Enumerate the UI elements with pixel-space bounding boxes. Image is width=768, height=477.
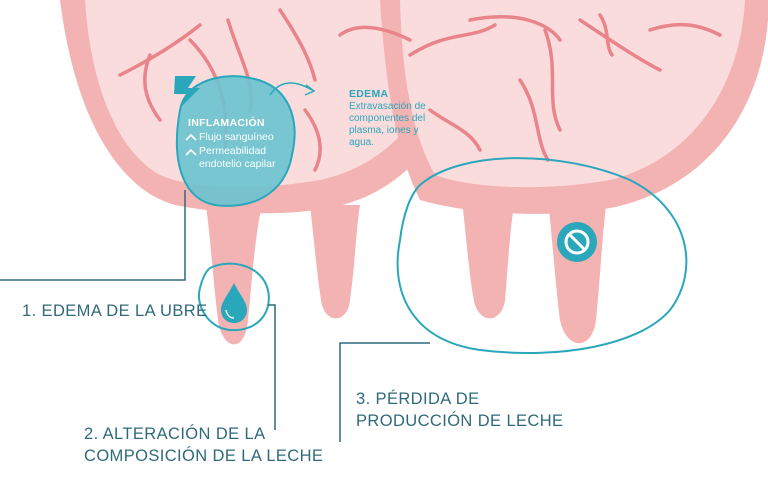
teat-2 [310, 205, 360, 319]
curved-arrow [269, 82, 313, 96]
edema-description: Extravasación de componentes del plasma,… [349, 101, 426, 148]
udder-right-inner [400, 0, 745, 188]
up-arrow-icon [185, 133, 197, 141]
teat-4 [548, 200, 606, 344]
inflammation-line-3: endotelio capilar [199, 158, 276, 170]
lightning-icon [174, 76, 200, 108]
leader-line-edema [0, 190, 186, 281]
label-milk-alteration: 2. ALTERACIÓN DE LA COMPOSICIÓN DE LA LE… [84, 425, 324, 465]
label-edema-udder: 1. EDEMA DE LA UBRE [22, 302, 208, 320]
up-arrow-icon [185, 148, 197, 156]
edema-title: EDEMA [349, 88, 389, 100]
label-production-loss: 3. PÉRDIDA DE PRODUCCIÓN DE LECHE [356, 390, 564, 430]
teat-highlight-circle [197, 262, 270, 332]
inflammation-circle [176, 75, 296, 207]
drop-highlight [225, 309, 235, 319]
inflammation-title: INFLAMACIÓN [188, 117, 265, 129]
prohibited-icon [557, 222, 597, 262]
teat-3 [462, 200, 514, 319]
inflammation-line-2: Permeabilidad [199, 145, 267, 157]
inflammation-line-1: Flujo sanguíneo [199, 131, 274, 143]
leader-line-composition [268, 304, 276, 430]
teat-1 [205, 200, 262, 345]
blood-vessels [118, 8, 722, 172]
leader-line-production [339, 342, 430, 442]
arrow-head [304, 84, 316, 96]
production-loss-circle [396, 157, 688, 355]
